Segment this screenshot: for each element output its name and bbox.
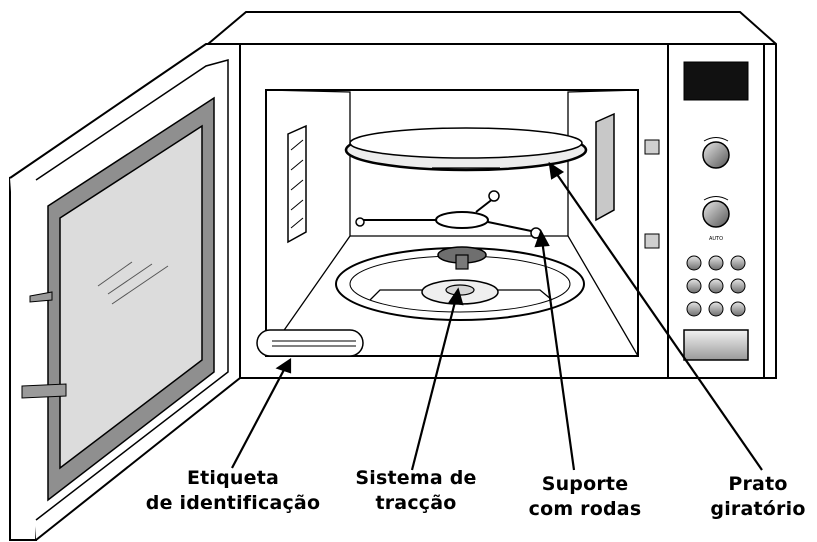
power-knob[interactable] <box>702 141 730 169</box>
door-open-button[interactable] <box>683 329 749 361</box>
label-etiqueta-line2: de identificação <box>145 492 321 514</box>
arrow-suporte <box>540 239 576 471</box>
glass-turntable <box>344 127 588 172</box>
oven-door <box>9 43 241 541</box>
callout-arrows <box>231 161 763 471</box>
label-prato-line1: Prato <box>728 473 788 495</box>
label-sistema-line1: Sistema de <box>355 467 477 489</box>
function-buttons[interactable] <box>686 255 746 317</box>
arrow-prato <box>553 169 763 471</box>
label-suporte-line1: Suporte <box>541 473 629 495</box>
label-suporte-line2: com rodas <box>528 498 642 520</box>
drive-system <box>335 246 585 321</box>
arrow-sistema <box>410 297 458 471</box>
id-label-plate <box>256 329 364 357</box>
control-panel <box>667 43 765 379</box>
arrowhead-prato <box>548 161 565 180</box>
label-sistema-line2: tracção <box>375 492 457 514</box>
roller-support <box>355 190 542 239</box>
auto-label: AUTO <box>709 236 723 242</box>
label-suporte: Suporte com rodas <box>510 472 660 522</box>
arrowhead-suporte <box>534 229 550 248</box>
arrowhead-etiqueta <box>275 357 292 374</box>
label-etiqueta: Etiqueta de identificação <box>138 466 328 516</box>
arrowhead-sistema <box>448 287 464 306</box>
label-sistema: Sistema de tracção <box>346 466 486 516</box>
arrow-etiqueta <box>231 365 287 469</box>
label-prato: Prato giratório <box>702 472 814 522</box>
timer-knob[interactable] <box>702 200 730 228</box>
label-etiqueta-line1: Etiqueta <box>186 467 280 489</box>
label-prato-line2: giratório <box>710 498 806 520</box>
